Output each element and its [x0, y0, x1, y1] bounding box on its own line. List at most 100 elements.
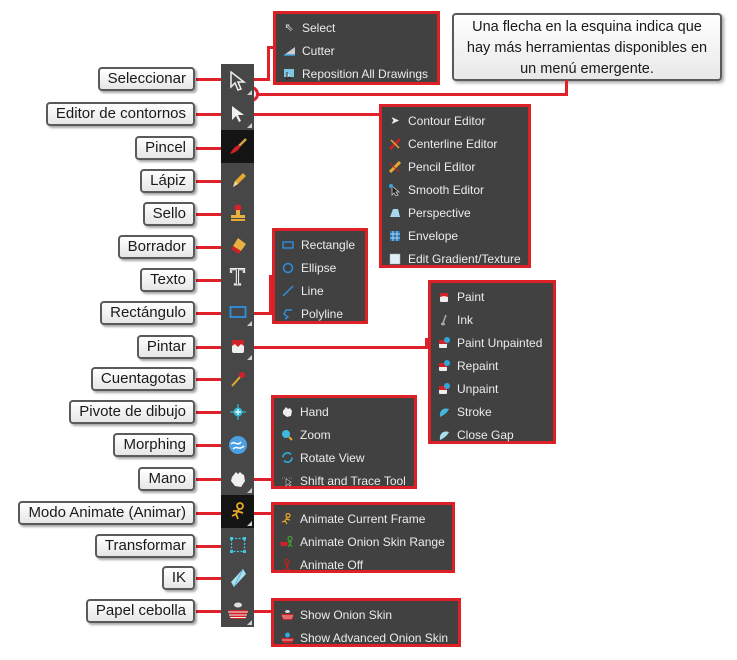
tool-pencil[interactable]: [221, 163, 254, 196]
tool-rectangle[interactable]: [221, 295, 254, 328]
tool-onion-skin[interactable]: [221, 594, 254, 627]
menu-item-hand[interactable]: Hand: [274, 400, 414, 423]
menu-item-envelope[interactable]: Envelope: [382, 224, 528, 247]
animate-current-frame-icon: [280, 512, 294, 526]
tool-paint[interactable]: [221, 329, 254, 362]
menu-item-select[interactable]: ⇖Select: [276, 16, 437, 39]
menu-item-rotate-view[interactable]: Rotate View: [274, 446, 414, 469]
menu-item-close-gap[interactable]: Close Gap: [431, 423, 553, 446]
rotate-icon: [280, 451, 294, 465]
connector: [196, 512, 221, 515]
menu-corner-arrow: [247, 123, 252, 128]
label-rectangulo: Rectángulo: [100, 301, 195, 325]
reposition-icon: [282, 67, 296, 81]
menu-corner-arrow: [247, 90, 252, 95]
menu-item-animate-onion-skin-range[interactable]: Animate Onion Skin Range: [274, 530, 452, 553]
menu-item-animate-off[interactable]: Animate Off: [274, 553, 452, 576]
popup-select-tools: ⇖Select Cutter Reposition All Drawings: [273, 11, 440, 85]
tool-select[interactable]: [221, 64, 254, 97]
tool-hand[interactable]: [221, 462, 254, 495]
connector: [254, 312, 272, 315]
menu-item-cutter[interactable]: Cutter: [276, 39, 437, 62]
brush-icon: [229, 137, 247, 154]
tool-stamp[interactable]: [221, 196, 254, 229]
shift-trace-icon: [280, 474, 294, 488]
cutter-icon: [282, 44, 296, 58]
pencil-editor-icon: [388, 160, 402, 174]
repaint-icon: [437, 359, 451, 373]
menu-item-line[interactable]: Line: [275, 279, 365, 302]
menu-item-animate-current-frame[interactable]: Animate Current Frame: [274, 507, 452, 530]
connector: [196, 378, 221, 381]
envelope-icon: [388, 229, 402, 243]
connector: [196, 180, 221, 183]
menu-item-pencil-editor[interactable]: Pencil Editor: [382, 155, 528, 178]
dropper-icon: [230, 371, 245, 387]
menu-item-smooth-editor[interactable]: Smooth Editor: [382, 178, 528, 201]
connector: [565, 80, 568, 96]
paint-unpainted-icon: [437, 336, 451, 350]
connector: [254, 512, 272, 515]
menu-item-centerline-editor[interactable]: Centerline Editor: [382, 132, 528, 155]
menu-item-contour-editor[interactable]: ➤Contour Editor: [382, 109, 528, 132]
menu-item-edit-gradient-texture[interactable]: Edit Gradient/Texture: [382, 247, 528, 270]
connector: [196, 279, 221, 282]
menu-item-ink[interactable]: Ink: [431, 308, 553, 331]
menu-item-shift-and-trace[interactable]: Shift and Trace Tool: [274, 469, 414, 492]
connector: [269, 275, 272, 315]
popup-paint-tools: Paint Ink Paint Unpainted Repaint Unpain…: [428, 280, 556, 444]
menu-item-paint[interactable]: Paint: [431, 285, 553, 308]
menu-item-repaint[interactable]: Repaint: [431, 354, 553, 377]
label-mano: Mano: [138, 467, 195, 491]
tool-contour-editor[interactable]: [221, 97, 254, 130]
animate-off-icon: [280, 558, 294, 572]
connector: [196, 346, 221, 349]
smooth-editor-icon: [388, 183, 402, 197]
tool-drawing-pivot[interactable]: [221, 395, 254, 428]
menu-item-stroke[interactable]: Stroke: [431, 400, 553, 423]
connector: [196, 78, 221, 81]
menu-corner-arrow: [247, 620, 252, 625]
tool-brush[interactable]: [221, 130, 254, 163]
menu-item-perspective[interactable]: Perspective: [382, 201, 528, 224]
connector: [196, 312, 221, 315]
menu-item-reposition-all-drawings[interactable]: Reposition All Drawings: [276, 62, 437, 85]
menu-corner-arrow: [247, 521, 252, 526]
menu-item-unpaint[interactable]: Unpaint: [431, 377, 553, 400]
ellipse-icon: [281, 261, 295, 275]
label-ik: IK: [161, 566, 195, 590]
popup-contour-editor-tools: ➤Contour Editor Centerline Editor Pencil…: [379, 104, 531, 268]
polyline-icon: [281, 307, 295, 321]
callout-line-1: Una flecha en la esquina indica que: [472, 19, 702, 35]
paint-bucket-icon: [231, 339, 244, 353]
pencil-icon: [232, 172, 246, 187]
hand-icon: [280, 405, 294, 419]
label-transformar: Transformar: [94, 534, 195, 558]
contour-editor-icon: [231, 105, 244, 122]
tool-text[interactable]: T: [221, 262, 254, 295]
tool-transform[interactable]: [221, 528, 254, 561]
menu-item-ellipse[interactable]: Ellipse: [275, 256, 365, 279]
connector: [196, 444, 221, 447]
menu-item-polyline[interactable]: Polyline: [275, 302, 365, 325]
tool-animate-mode[interactable]: [221, 495, 254, 528]
tool-ik[interactable]: [221, 561, 254, 594]
popup-onion-skin: Show Onion Skin Show Advanced Onion Skin: [271, 598, 461, 647]
tool-morphing[interactable]: [221, 428, 254, 461]
connector: [425, 338, 428, 349]
menu-corner-arrow: [247, 321, 252, 326]
connector: [196, 147, 221, 150]
callout-line-2: hay más herramientas disponibles en: [466, 40, 708, 56]
label-papel-cebolla: Papel cebolla: [85, 599, 195, 623]
tool-dropper[interactable]: [221, 362, 254, 395]
animate-icon: [231, 501, 244, 519]
menu-item-rectangle[interactable]: Rectangle: [275, 233, 365, 256]
paint-bucket-icon: [437, 290, 451, 304]
connector: [254, 78, 270, 81]
menu-item-show-onion-skin[interactable]: Show Onion Skin: [274, 603, 458, 626]
menu-item-zoom[interactable]: Zoom: [274, 423, 414, 446]
select-arrow-icon: [229, 70, 246, 91]
tool-eraser[interactable]: [221, 229, 254, 262]
menu-item-paint-unpainted[interactable]: Paint Unpainted: [431, 331, 553, 354]
menu-item-show-advanced-onion-skin[interactable]: Show Advanced Onion Skin: [274, 626, 458, 649]
